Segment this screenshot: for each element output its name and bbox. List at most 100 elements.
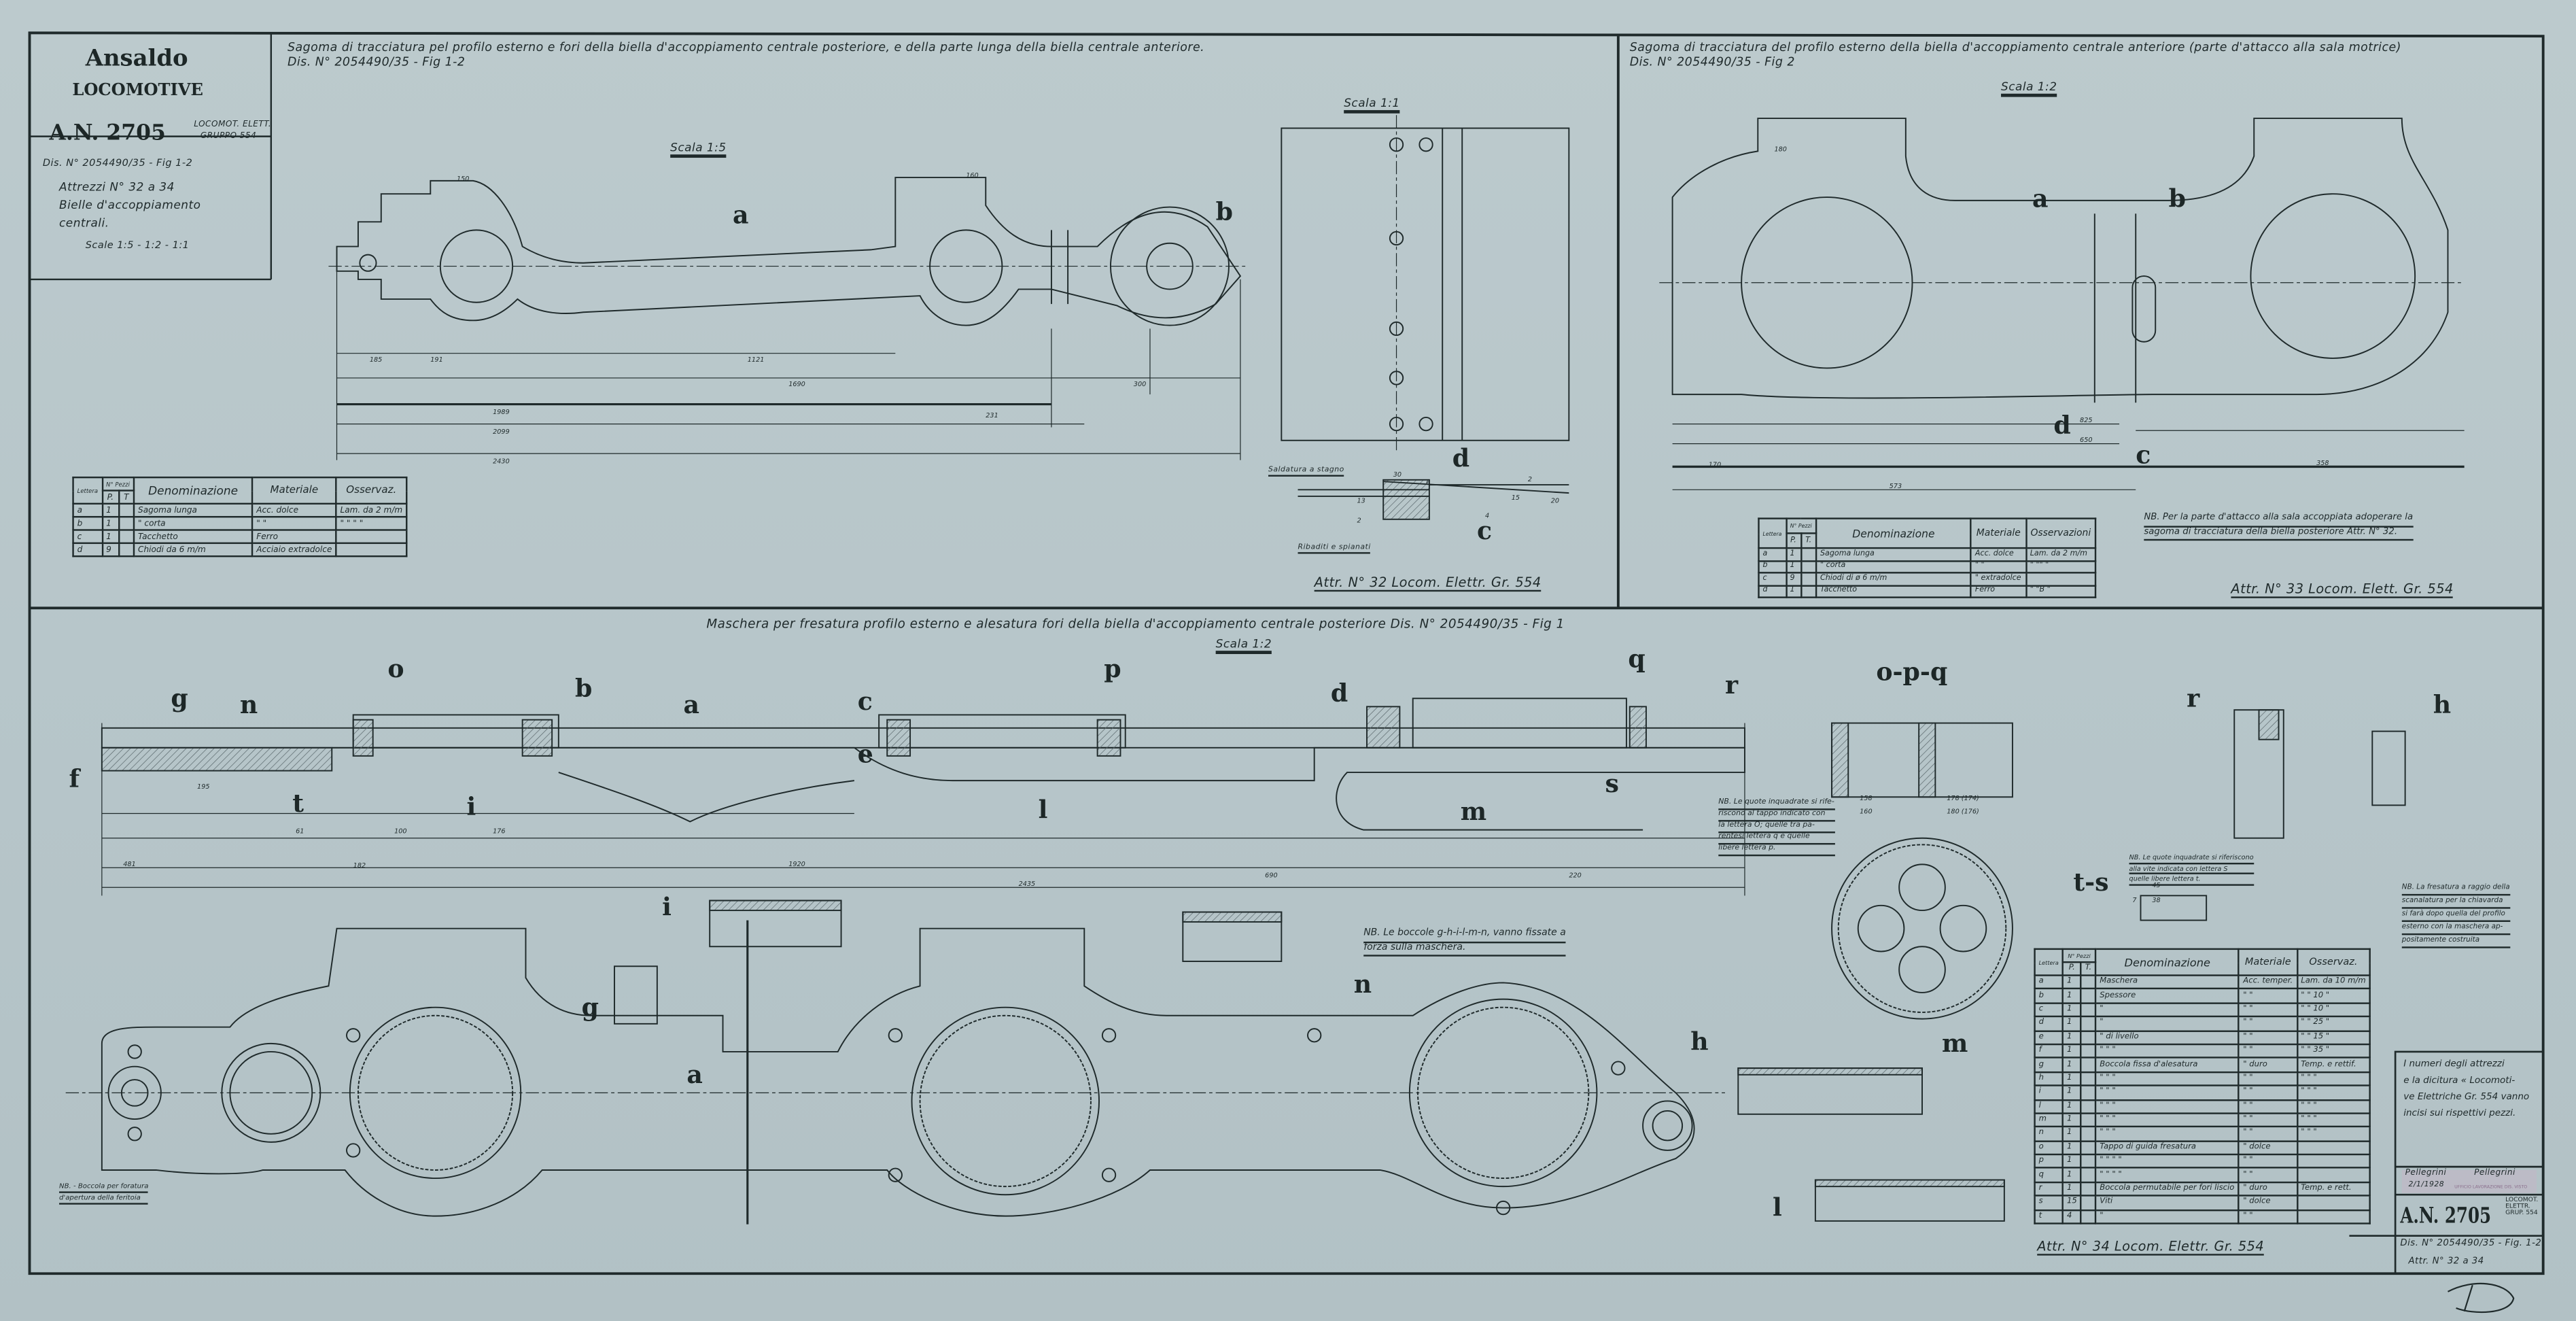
cell-letter: b [2034, 988, 2064, 1004]
dimension-label: 2099 [493, 427, 510, 436]
cell-letter: d [1758, 584, 1787, 598]
cell-notes: Lam. da 2 m/m [335, 502, 408, 518]
callout-letter-n: n [239, 690, 258, 720]
cell-notes: Lam. da 10 m/m [2296, 974, 2371, 991]
scale-label-1-1: Scala 1:1 [1344, 97, 1400, 114]
cell-material: " " [2238, 1071, 2298, 1087]
group-line: LOCOMOT. [2505, 1195, 2539, 1203]
cell-pieces-t [2080, 1001, 2097, 1018]
nb-line: NB. Le quote inquadrate si riferiscono [2129, 853, 2254, 864]
mask-plan-view [65, 920, 1725, 1224]
cell-material: " duro [2238, 1181, 2298, 1197]
callout-letter-l: l [1038, 795, 1048, 825]
dimension-label: 4 [1485, 511, 1490, 519]
cell-pieces-p: 1 [1785, 584, 1802, 598]
mask-side-view [101, 698, 1745, 831]
cell-notes: " " 15 " [2296, 1029, 2371, 1046]
cell-material: " " [2238, 1153, 2298, 1169]
callout-letter-c: c [857, 687, 873, 717]
note-line: e la dicitura « Locomoti- [2403, 1076, 2516, 1086]
engraving-note: I numeri degli attrezzi e la dicitura « … [2403, 1057, 2529, 1122]
signature-2: Pellegrini [2474, 1167, 2516, 1178]
cell-material: " " [251, 515, 337, 531]
cell-material: " " [2238, 1001, 2298, 1018]
cell-notes: " " " " [335, 515, 408, 531]
nb-bushings: NB. Le boccole g-h-i-l-m-n, vanno fissat… [1363, 929, 1566, 957]
brand-logo: Ansaldo [85, 46, 188, 73]
cell-pieces-p: 1 [2061, 988, 2082, 1004]
cell-name: " " " [2095, 1112, 2240, 1128]
cell-material: " " [2238, 1084, 2298, 1101]
dimension-label: 6 [1426, 478, 1431, 487]
dimension-label: 2 [1527, 475, 1533, 483]
cell-notes: " "B " [2025, 584, 2097, 598]
attr-32-label: Attr. N° 32 Locom. Elettr. Gr. 554 [1314, 575, 1542, 592]
callout-letter-r: r [1724, 670, 1739, 700]
cell-letter: a [2034, 974, 2064, 991]
cell-pieces-p: 1 [1785, 547, 1802, 562]
cell-notes: " " " [2296, 1112, 2371, 1128]
header-t: T. [1800, 532, 1817, 549]
cell-pieces-t [1800, 572, 1817, 586]
cell-pieces-p: 1 [2061, 1057, 2082, 1073]
cell-notes [2296, 1153, 2371, 1169]
cell-letter: b [1758, 560, 1787, 574]
signature-1: Pellegrini [2405, 1167, 2447, 1178]
description-line-1: Bielle d'accoppiamento [59, 199, 201, 212]
dimension-label: 231 [986, 411, 998, 419]
rivet-section-detail [1298, 479, 1569, 520]
scale-label-1-2-top: Scala 1:2 [2001, 80, 2057, 97]
cell-name: Sagoma lunga [133, 502, 254, 518]
cell-pieces-t [2080, 1029, 2097, 1046]
cell-notes [2296, 1139, 2371, 1156]
dimension-label: 176 [493, 826, 506, 835]
cell-pieces-t [2080, 1043, 2097, 1059]
dimension-label: 195 [197, 782, 210, 791]
table-header-row: P.T [73, 490, 407, 505]
cell-letter: c [2034, 1001, 2064, 1018]
cell-pieces-t [2080, 1084, 2097, 1101]
dimension-lines-top-left [336, 246, 1241, 460]
cell-material: " " [1970, 560, 2027, 574]
dimension-label: 481 [123, 859, 136, 868]
cell-material: " duro [2238, 1057, 2298, 1073]
tools-range: Attrezzi N° 32 a 34 [59, 180, 175, 194]
nb-line: NB. Per la parte d'attacco alla sala acc… [2144, 513, 2414, 527]
drawing-number: Dis. N° 2054490/35 - Fig 1-2 [42, 158, 193, 169]
dimension-label: 650 [2080, 435, 2093, 444]
cell-letter: a [1758, 547, 1787, 562]
cell-pieces-t [2080, 1167, 2097, 1184]
dimension-label: 358 [2316, 458, 2329, 467]
header-material: Materiale [1970, 517, 2027, 549]
footer-an-number: A.N. 2705 [2400, 1204, 2492, 1229]
dimension-label: 20 [1550, 496, 1560, 505]
cell-pieces-p: 9 [101, 542, 120, 557]
cell-pieces-t [2080, 1098, 2097, 1114]
cell-name: Tacchetto [133, 529, 254, 545]
paraph-mark [2447, 1282, 2515, 1314]
cell-notes: " " 25 " [2296, 1016, 2371, 1031]
cell-notes: Lam. da 2 m/m [2025, 547, 2097, 562]
cell-name: " " " [2095, 1098, 2240, 1114]
cell-letter: d [2034, 1016, 2064, 1031]
scale-label-1-5: Scala 1:5 [670, 141, 727, 158]
cell-pieces-t [2080, 1126, 2097, 1142]
callout-letter-c: c [2136, 440, 2151, 470]
callout-letter-a: a [686, 1060, 703, 1090]
cell-pieces-p: 1 [101, 515, 120, 531]
note-line: ve Elettriche Gr. 554 vanno [2403, 1093, 2530, 1103]
callout-letter-e: e [857, 739, 873, 770]
dimension-label: 1989 [493, 407, 510, 416]
dimension-label: 38 [2152, 895, 2161, 904]
dimension-label: 61 [296, 826, 304, 835]
